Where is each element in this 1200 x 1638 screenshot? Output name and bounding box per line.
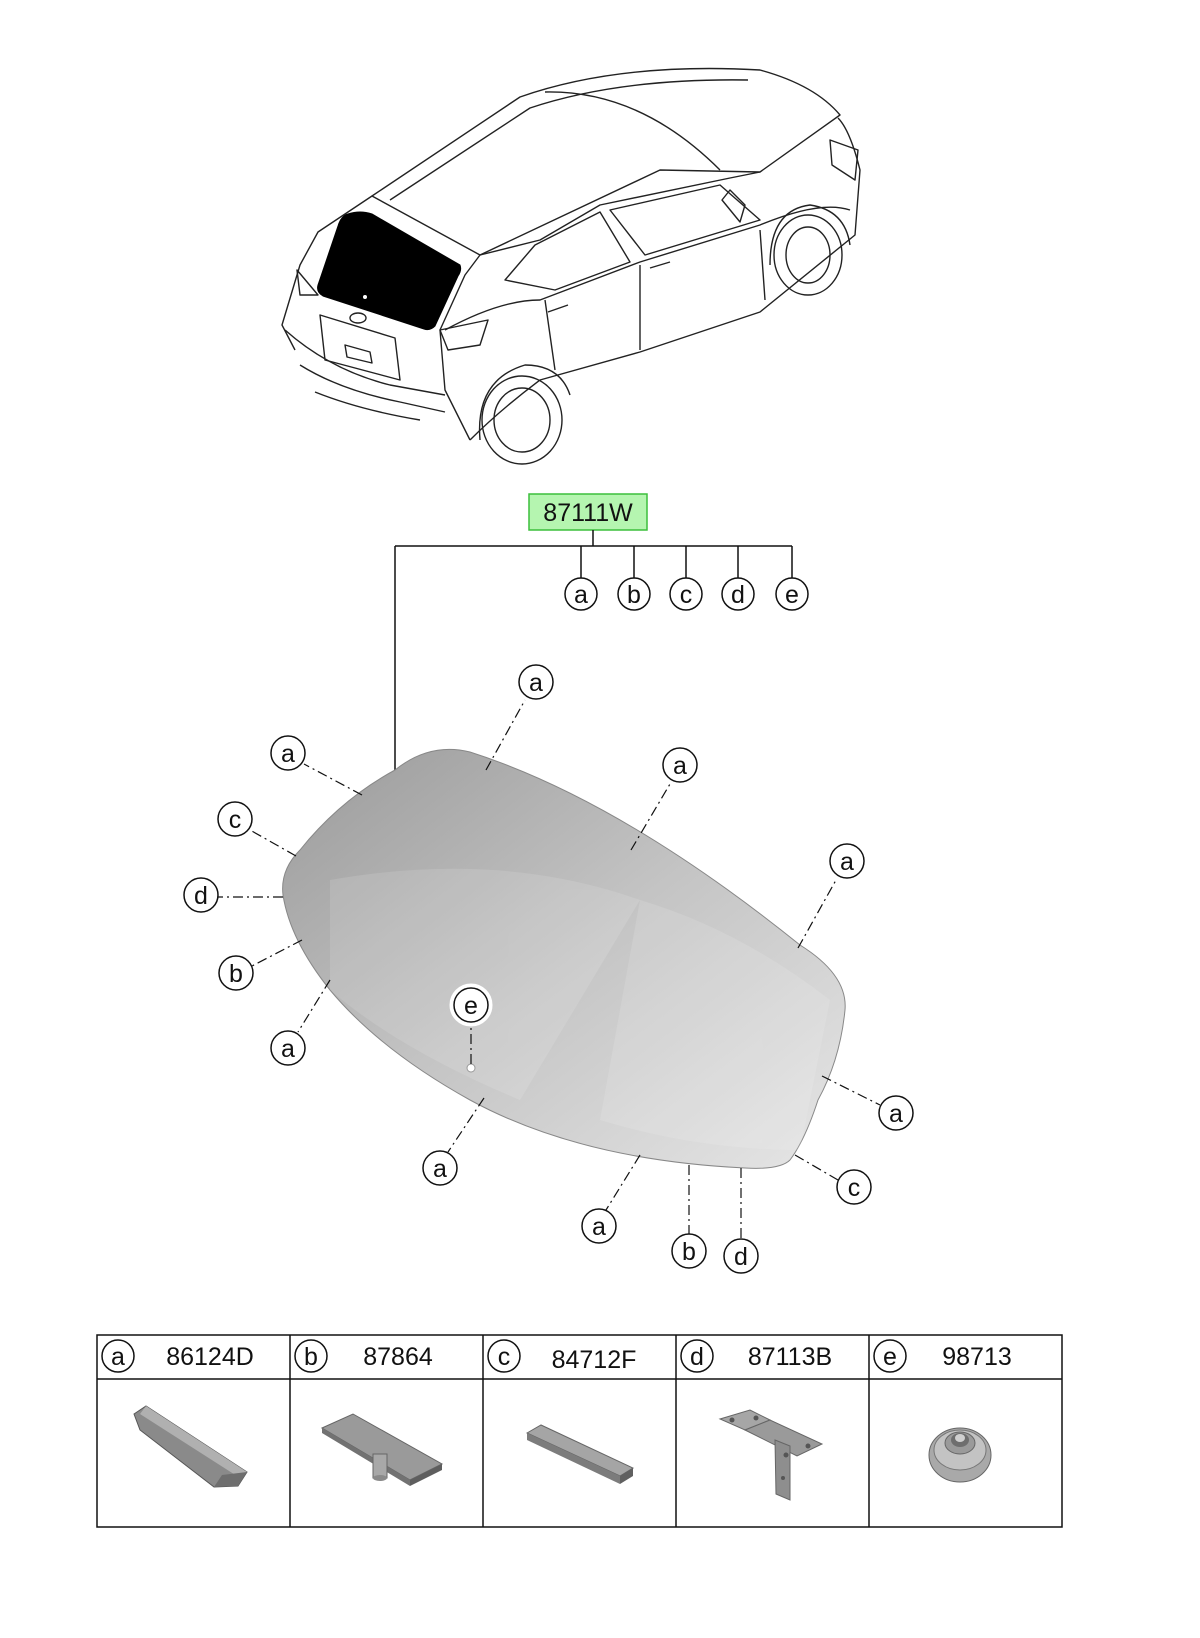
main-part-number-box[interactable] xyxy=(528,493,648,531)
svg-text:d: d xyxy=(734,1243,748,1271)
callout-a: a xyxy=(878,1095,914,1131)
svg-text:b: b xyxy=(229,960,243,988)
callout-d: d xyxy=(183,877,219,913)
parts-legend-table: a 86124D b 87864 c 84712F d 87113B e 987… xyxy=(96,1334,1063,1528)
dam-rubber-strip-icon xyxy=(525,1424,635,1484)
callout-a: a xyxy=(518,664,554,700)
callout-e: e xyxy=(449,983,493,1027)
svg-text:b: b xyxy=(682,1238,696,1266)
svg-text:a: a xyxy=(433,1155,447,1183)
legend-header-c[interactable]: c 84712F xyxy=(487,1339,637,1374)
reference-tree xyxy=(394,530,793,770)
svg-text:b: b xyxy=(304,1343,318,1371)
svg-text:a: a xyxy=(111,1343,125,1371)
callout-a: a xyxy=(829,843,865,879)
callout-c: c xyxy=(217,801,253,837)
svg-text:d: d xyxy=(194,882,208,910)
callout-a: a xyxy=(581,1208,617,1244)
svg-text:a: a xyxy=(673,752,687,780)
legend-header-b[interactable]: b 87864 xyxy=(294,1339,433,1373)
svg-text:c: c xyxy=(680,581,693,609)
sub-reference-row: a b c d e xyxy=(564,577,809,611)
highlighted-rear-glass xyxy=(317,211,462,331)
main-part-number: 87111W xyxy=(543,499,633,527)
svg-text:a: a xyxy=(592,1213,606,1241)
svg-text:98713: 98713 xyxy=(942,1343,1012,1371)
callout-labels: a a a a c d b a e a a c a b d xyxy=(183,664,914,1274)
svg-text:a: a xyxy=(840,848,854,876)
callout-d: d xyxy=(723,1238,759,1274)
glass-stopper-pad-icon xyxy=(133,1405,248,1488)
rear-glass-panel[interactable] xyxy=(282,748,846,1169)
svg-text:e: e xyxy=(464,992,478,1020)
svg-text:e: e xyxy=(785,581,799,609)
callout-a: a xyxy=(422,1150,458,1186)
legend-header-d[interactable]: d 87113B xyxy=(680,1339,832,1373)
sub-ref-a: a xyxy=(564,577,598,611)
callout-b: b xyxy=(671,1233,707,1269)
callout-b: b xyxy=(218,955,254,991)
sub-ref-e: e xyxy=(775,577,809,611)
svg-text:a: a xyxy=(281,1035,295,1063)
sub-ref-c: c xyxy=(669,577,703,611)
glass-bracket-icon xyxy=(718,1409,824,1501)
svg-text:e: e xyxy=(883,1343,897,1371)
svg-text:a: a xyxy=(281,740,295,768)
svg-text:d: d xyxy=(690,1343,704,1371)
glass-shading xyxy=(330,868,830,1150)
legend-header-e[interactable]: e 98713 xyxy=(873,1339,1012,1373)
callout-c: c xyxy=(836,1169,872,1205)
rear-wiper-grommet-icon xyxy=(928,1427,992,1483)
sub-ref-b: b xyxy=(617,577,651,611)
svg-text:84712F: 84712F xyxy=(552,1346,637,1374)
callout-a: a xyxy=(270,735,306,771)
glass-spacer-with-pin-icon xyxy=(320,1413,444,1486)
svg-text:a: a xyxy=(889,1100,903,1128)
svg-text:c: c xyxy=(229,806,242,834)
svg-text:d: d xyxy=(731,581,745,609)
legend-header-a[interactable]: a 86124D xyxy=(101,1339,254,1373)
svg-text:c: c xyxy=(498,1343,511,1371)
wiper-hole xyxy=(466,1063,476,1073)
svg-text:b: b xyxy=(627,581,641,609)
svg-text:a: a xyxy=(574,581,588,609)
vehicle-illustration xyxy=(281,67,861,465)
svg-text:87864: 87864 xyxy=(363,1343,433,1371)
callout-leaders xyxy=(218,699,881,1240)
callout-a: a xyxy=(270,1030,306,1066)
svg-text:a: a xyxy=(529,669,543,697)
svg-text:c: c xyxy=(848,1174,861,1202)
svg-text:87113B: 87113B xyxy=(748,1343,832,1371)
svg-text:86124D: 86124D xyxy=(166,1343,254,1371)
sub-ref-d: d xyxy=(721,577,755,611)
callout-a: a xyxy=(662,747,698,783)
